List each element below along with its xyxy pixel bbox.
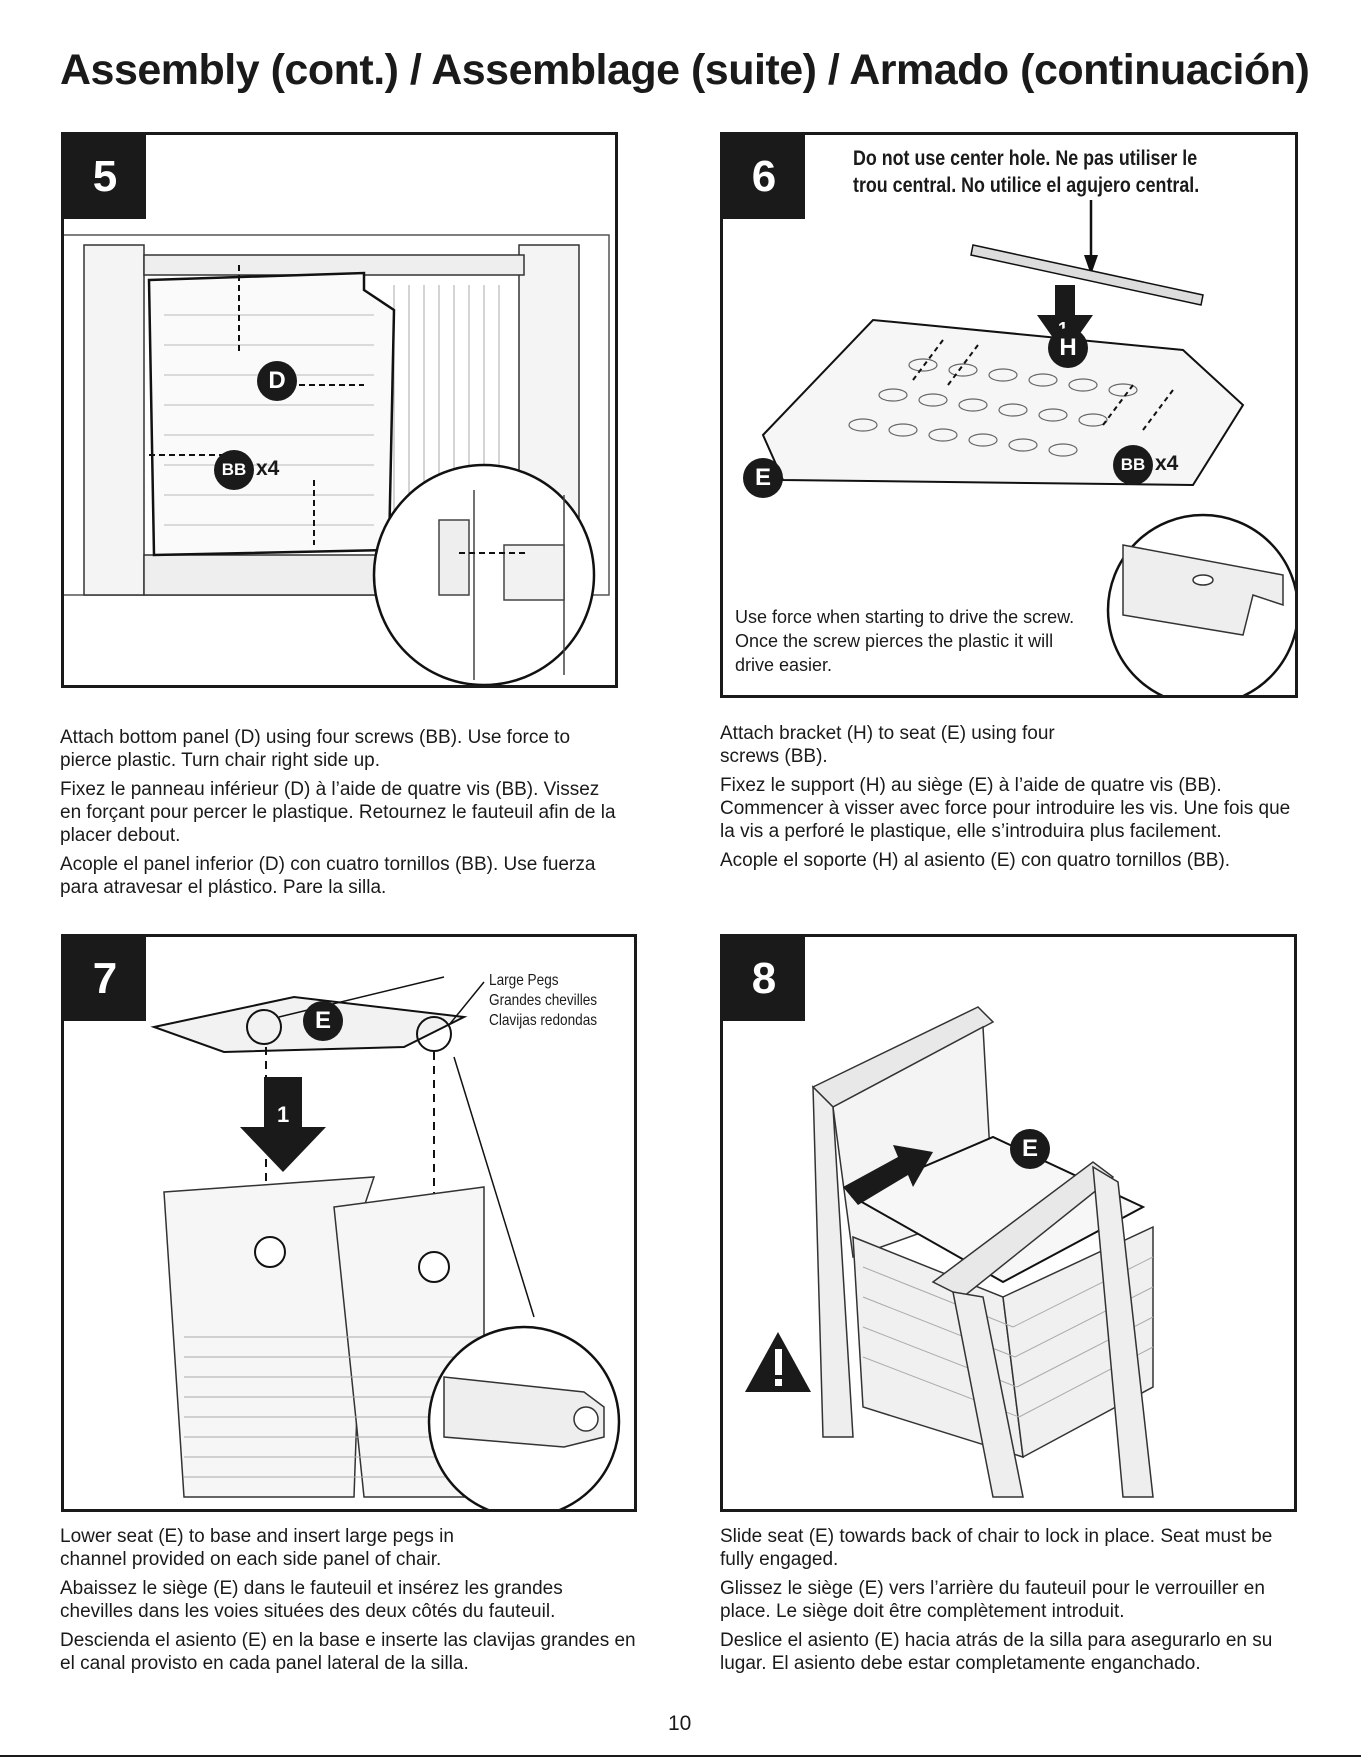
description-fr: Glissez le siège (E) vers l’arrière du f… [720,1578,1265,1622]
part-e-badge: E [1010,1129,1050,1169]
description-es: Deslice el asiento (E) hacia atrás de la… [720,1630,1273,1674]
description-fr: Fixez le panneau inférieur (D) à l’aide … [60,779,616,846]
part-e-badge: E [743,458,783,498]
step-8-description: Slide seat (E) towards back of chair to … [720,1525,1305,1681]
step-7-panel: 7 Large Pegs Grandes chevilles Clavijas … [61,934,637,1512]
description-en: Slide seat (E) towards back of chair to … [720,1526,1273,1570]
step-number: 6 [723,135,805,219]
step-6-description: Attach bracket (H) to seat (E) using fou… [720,722,1305,878]
step-5-description: Attach bottom panel (D) using four screw… [60,726,620,905]
part-e-badge: E [303,1001,343,1041]
description-fr: Abaissez le siège (E) dans le fauteuil e… [60,1578,563,1622]
step-5-illustration [64,234,610,685]
page-number: 10 [668,1712,692,1735]
step-8-illustration [745,1006,1154,1498]
step-5-panel: 5 [61,132,618,688]
description-fr: Fixez le support (H) au siège (E) à l’ai… [720,775,1291,842]
step-7-description: Lower seat (E) to base and insert large … [60,1525,640,1681]
description-es: Acople el panel inferior (D) con cuatro … [60,854,596,898]
step-number: 5 [64,135,146,219]
step-7-illustration: 1 [150,976,621,1509]
screw-bb-badge: BB [214,450,254,490]
step-6-panel: 6 Do not use center hole. Ne pas utilise… [720,132,1298,698]
large-pegs-label: Large Pegs Grandes chevilles Clavijas re… [489,972,598,1029]
arrow-1-label: 1 [277,1102,289,1127]
quantity-label: x4 [256,457,280,480]
part-h-badge: H [1048,328,1088,368]
bottom-rule [0,1755,1361,1757]
description-en: Lower seat (E) to base and insert large … [60,1526,454,1570]
description-en: Attach bottom panel (D) using four screw… [60,727,571,771]
step-number: 7 [64,937,146,1021]
description-es: Acople el soporte (H) al asiento (E) con… [720,850,1231,871]
force-callout: Use force when starting to drive the scr… [735,607,1075,675]
description-en: Attach bracket (H) to seat (E) using fou… [720,723,1055,767]
page-title: Assembly (cont.) / Assemblage (suite) / … [60,46,1310,94]
step-number: 8 [723,937,805,1021]
description-es: Descienda el asiento (E) en la base e in… [60,1630,636,1674]
center-hole-note: Do not use center hole. Ne pas utiliser … [853,147,1200,197]
quantity-label: x4 [1155,452,1179,475]
step-8-panel: 8 E [720,934,1297,1512]
screw-bb-badge: BB [1113,445,1153,485]
part-d-badge: D [257,361,297,401]
step-6-illustration: 1 [761,200,1295,695]
warning-triangle-icon [745,1332,811,1392]
